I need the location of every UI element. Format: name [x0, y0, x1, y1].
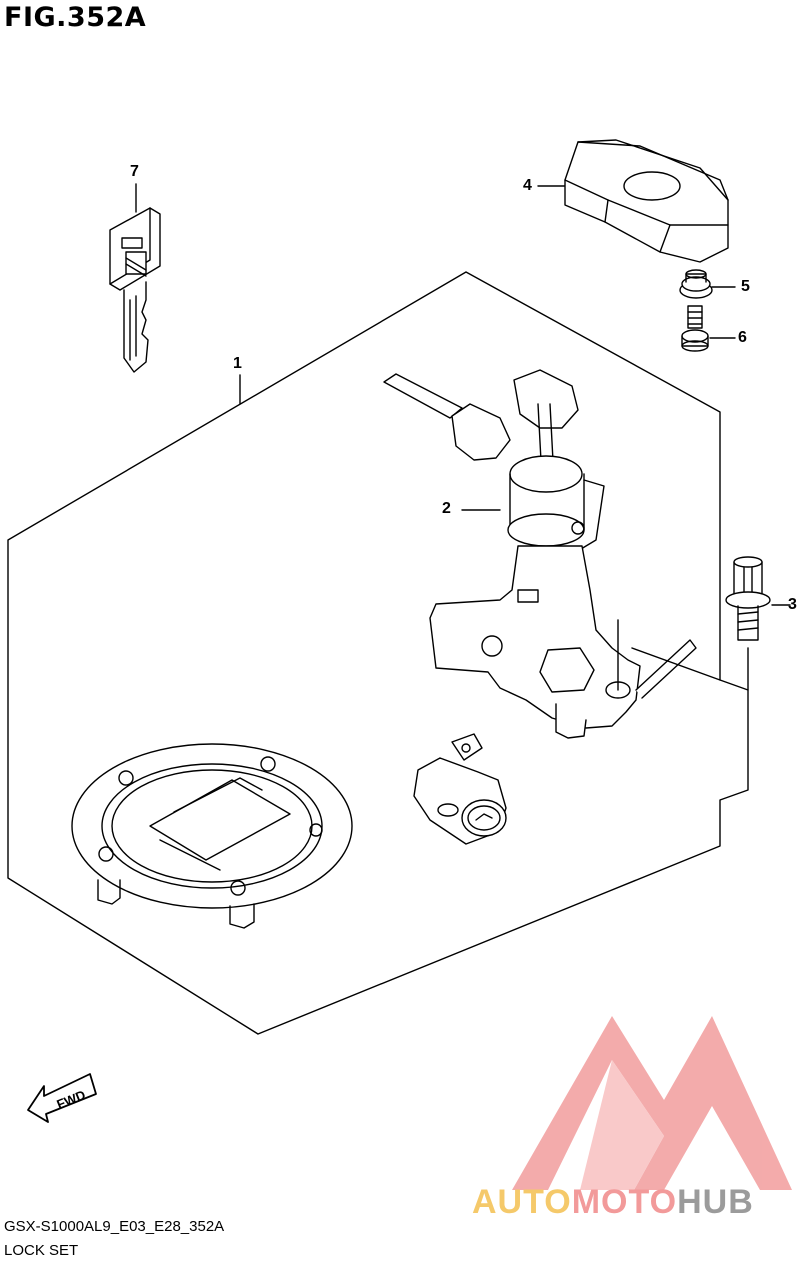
watermark-brand: AUTOMOTOHUB	[472, 1183, 754, 1222]
callout-2: 2	[442, 500, 451, 517]
brand-part-auto: AUTO	[472, 1183, 572, 1221]
cover-cap-icon	[564, 139, 729, 263]
nut-icon	[679, 269, 713, 299]
section-name: LOCK SET	[4, 1242, 79, 1259]
brand-part-hub: HUB	[677, 1183, 754, 1221]
watermark-logo-icon	[512, 1016, 792, 1190]
fuel-cap-ring-icon	[71, 743, 353, 929]
key-icon	[109, 207, 161, 373]
bolt-large-icon	[725, 556, 771, 691]
callout-1: 1	[233, 355, 242, 372]
callout-3: 3	[788, 596, 797, 613]
callout-6: 6	[738, 329, 747, 346]
brand-part-moto: MOTO	[571, 1183, 678, 1221]
figure-title: FIG.352A	[4, 2, 147, 33]
lock-set-boundary	[7, 271, 749, 1035]
ignition-switch-icon	[383, 369, 721, 739]
callout-5: 5	[741, 278, 750, 295]
callout-7: 7	[130, 163, 139, 180]
bolt-small-icon	[681, 305, 709, 352]
callout-4: 4	[523, 177, 532, 194]
model-code: GSX-S1000AL9_E03_E28_352A	[4, 1218, 225, 1235]
lock-cylinder-icon	[413, 733, 507, 845]
forward-arrow-icon	[27, 1073, 97, 1123]
